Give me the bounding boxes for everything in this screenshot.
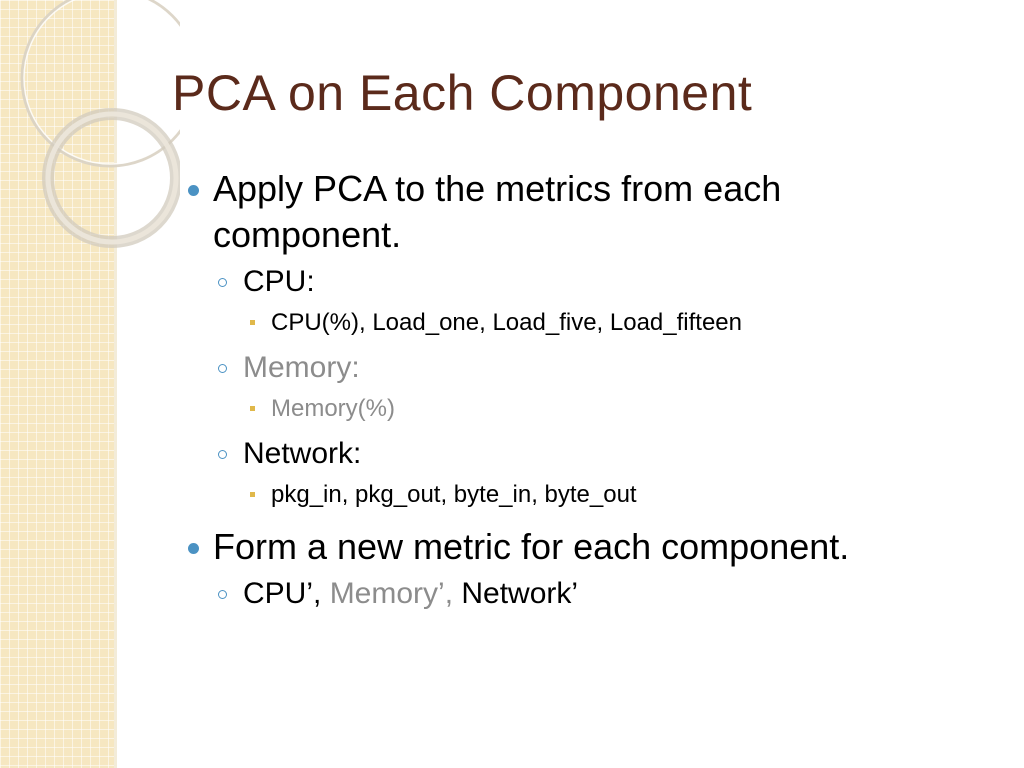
sub-bullet-label: Network: [243,437,362,470]
bullet-text-line1: Apply PCA to the metrics from each [213,168,782,209]
new-metric-cpu: CPU’, [243,577,330,610]
sub-bullet-label: CPU: [243,265,315,298]
hollow-circle-bullet-icon [218,278,227,287]
detail-text: pkg_in, pkg_out, byte_in, byte_out [271,481,637,508]
detail-network: pkg_in, pkg_out, byte_in, byte_out [188,478,988,512]
hollow-circle-bullet-icon [218,590,227,599]
bullet-apply-pca: Apply PCA to the metrics from each compo… [188,166,988,258]
bullet-text-line2: component. [213,214,402,255]
hollow-circle-bullet-icon [218,450,227,459]
sub-bullet-cpu: CPU: [188,262,988,302]
new-metric-network: Network’ [461,577,579,610]
detail-text: Memory(%) [271,395,395,422]
small-square-bullet-icon [250,406,255,411]
decorative-side-band [0,0,116,768]
slide-content: Apply PCA to the metrics from each compo… [188,166,988,614]
detail-text: CPU(%), Load_one, Load_five, Load_fiftee… [271,309,742,336]
side-band-edge [114,0,117,768]
sub-bullet-memory: Memory: [188,348,988,388]
new-metric-memory: Memory’, [329,577,462,610]
sub-bullet-new-metrics: CPU’, Memory’, Network’ [188,574,988,614]
slide-title: PCA on Each Component [172,65,753,121]
detail-memory: Memory(%) [188,392,988,426]
filled-circle-bullet-icon [188,543,199,554]
small-square-bullet-icon [250,320,255,325]
bullet-text: Form a new metric for each component. [213,526,850,567]
detail-cpu: CPU(%), Load_one, Load_five, Load_fiftee… [188,306,988,340]
decorative-rings-icon [20,0,180,248]
filled-circle-bullet-icon [188,185,199,196]
hollow-circle-bullet-icon [218,364,227,373]
sub-bullet-label: Memory: [243,351,360,384]
small-square-bullet-icon [250,492,255,497]
sub-bullet-network: Network: [188,434,988,474]
bullet-form-metric: Form a new metric for each component. [188,524,988,570]
